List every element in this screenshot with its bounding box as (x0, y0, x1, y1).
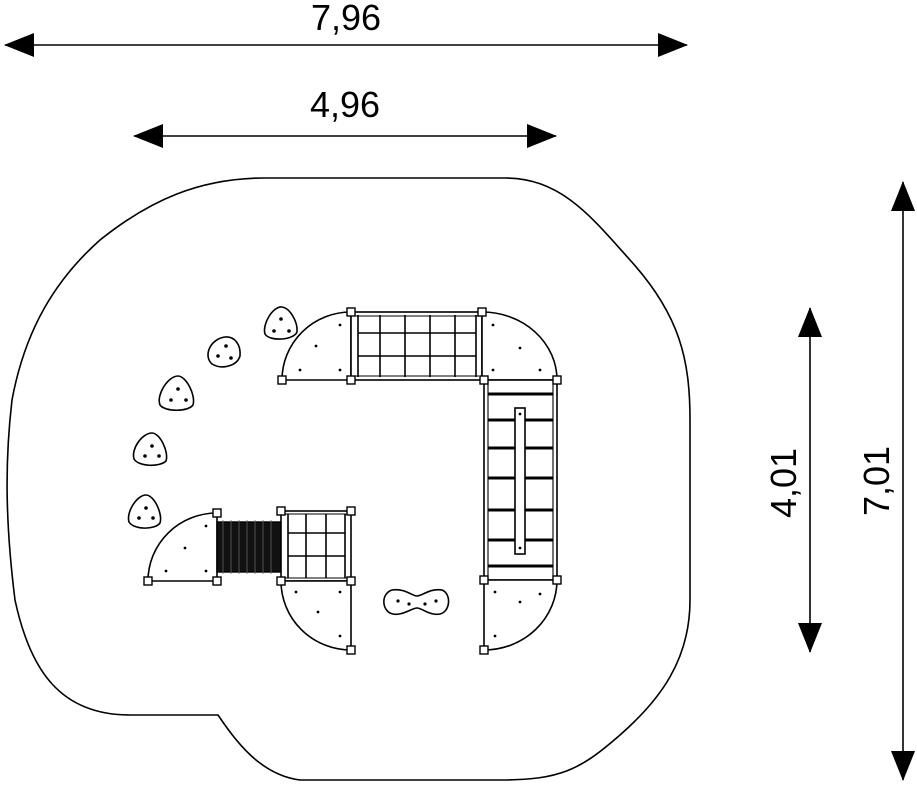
dimension-label-equipment-depth: 4,01 (763, 448, 804, 518)
dimension-overall-depth: 7,01 (856, 181, 915, 781)
stepping-stone (158, 375, 195, 412)
dimension-label-overall-depth: 7,01 (856, 446, 897, 516)
stepping-stone (127, 494, 162, 529)
stepping-stone (207, 336, 241, 368)
safety-zone-outline (6, 177, 691, 781)
climbing-net-small (280, 510, 352, 582)
dimension-overall-width: 7,96 (4, 0, 688, 57)
dimension-label-equipment-width: 4,96 (310, 84, 380, 125)
dimension-equipment-width: 4,96 (133, 84, 557, 148)
stepping-stone (132, 432, 168, 467)
dimension-equipment-depth: 4,01 (763, 307, 822, 653)
crawl-tunnel (216, 520, 282, 574)
dimension-label-overall-width: 7,96 (311, 0, 381, 38)
bone-stepping-pad (383, 588, 450, 616)
stepping-stone (263, 306, 298, 340)
climbing-net-top (350, 311, 483, 381)
quarter-deck-bottom-center (280, 580, 352, 651)
quarter-deck-top-right (481, 311, 558, 381)
rope-bridge-vertical (483, 379, 558, 581)
support-posts (143, 307, 562, 655)
quarter-deck-bottom-right (483, 579, 558, 651)
